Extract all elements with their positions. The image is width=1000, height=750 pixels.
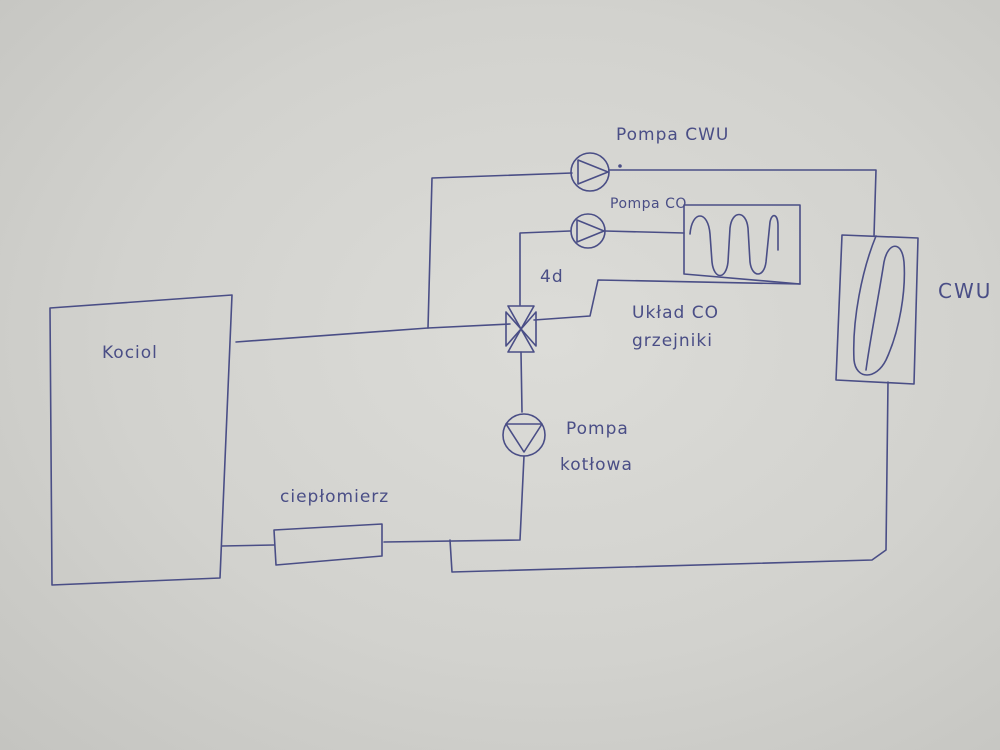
co-system-label-line2: grzejniki xyxy=(632,331,713,351)
pump-boiler-arrow xyxy=(505,423,543,453)
pump-co-icon xyxy=(570,213,606,249)
pump-cwu-icon xyxy=(570,152,610,192)
pipe-valve-to-co-pump xyxy=(519,230,571,306)
ink-dot xyxy=(618,164,622,168)
pump-cwu-arrow xyxy=(577,159,609,185)
pipe-radiator-return xyxy=(533,279,801,321)
pump-cwu-label: Pompa CWU xyxy=(616,125,730,145)
pipe-valve-to-boiler-pump xyxy=(520,351,523,413)
heat-meter-box xyxy=(273,523,383,566)
pipe-junction-to-cwu-pump xyxy=(427,172,573,329)
pipe-boiler-pump-to-meter xyxy=(383,455,525,543)
pump-co-label: Pompa CO xyxy=(610,196,687,212)
cwu-label: CWU xyxy=(938,279,993,303)
boiler-label: Kociol xyxy=(102,343,158,363)
boiler-box xyxy=(49,294,233,586)
pipe-boiler-to-valve xyxy=(235,323,511,343)
pipe-cwu-return xyxy=(449,381,889,573)
co-system-label-line1: Układ CO xyxy=(632,303,719,323)
pipe-meter-to-boiler xyxy=(221,544,275,547)
pump-boiler-label-line1: Pompa xyxy=(566,419,629,439)
heat-meter-label: ciepłomierz xyxy=(280,487,390,507)
valve-label: 4d xyxy=(540,267,564,287)
pipe-cwu-pump-to-tank xyxy=(608,169,877,237)
four-way-valve-icon xyxy=(505,305,537,353)
cwu-coil-icon xyxy=(852,235,906,376)
radiator-coil-icon xyxy=(689,213,779,277)
pump-co-arrow xyxy=(576,219,605,243)
pump-boiler-label-line2: kotłowa xyxy=(560,455,633,475)
pipe-co-pump-to-radiator xyxy=(604,230,685,234)
cwu-tank xyxy=(835,234,919,385)
pump-boiler-icon xyxy=(502,413,546,457)
